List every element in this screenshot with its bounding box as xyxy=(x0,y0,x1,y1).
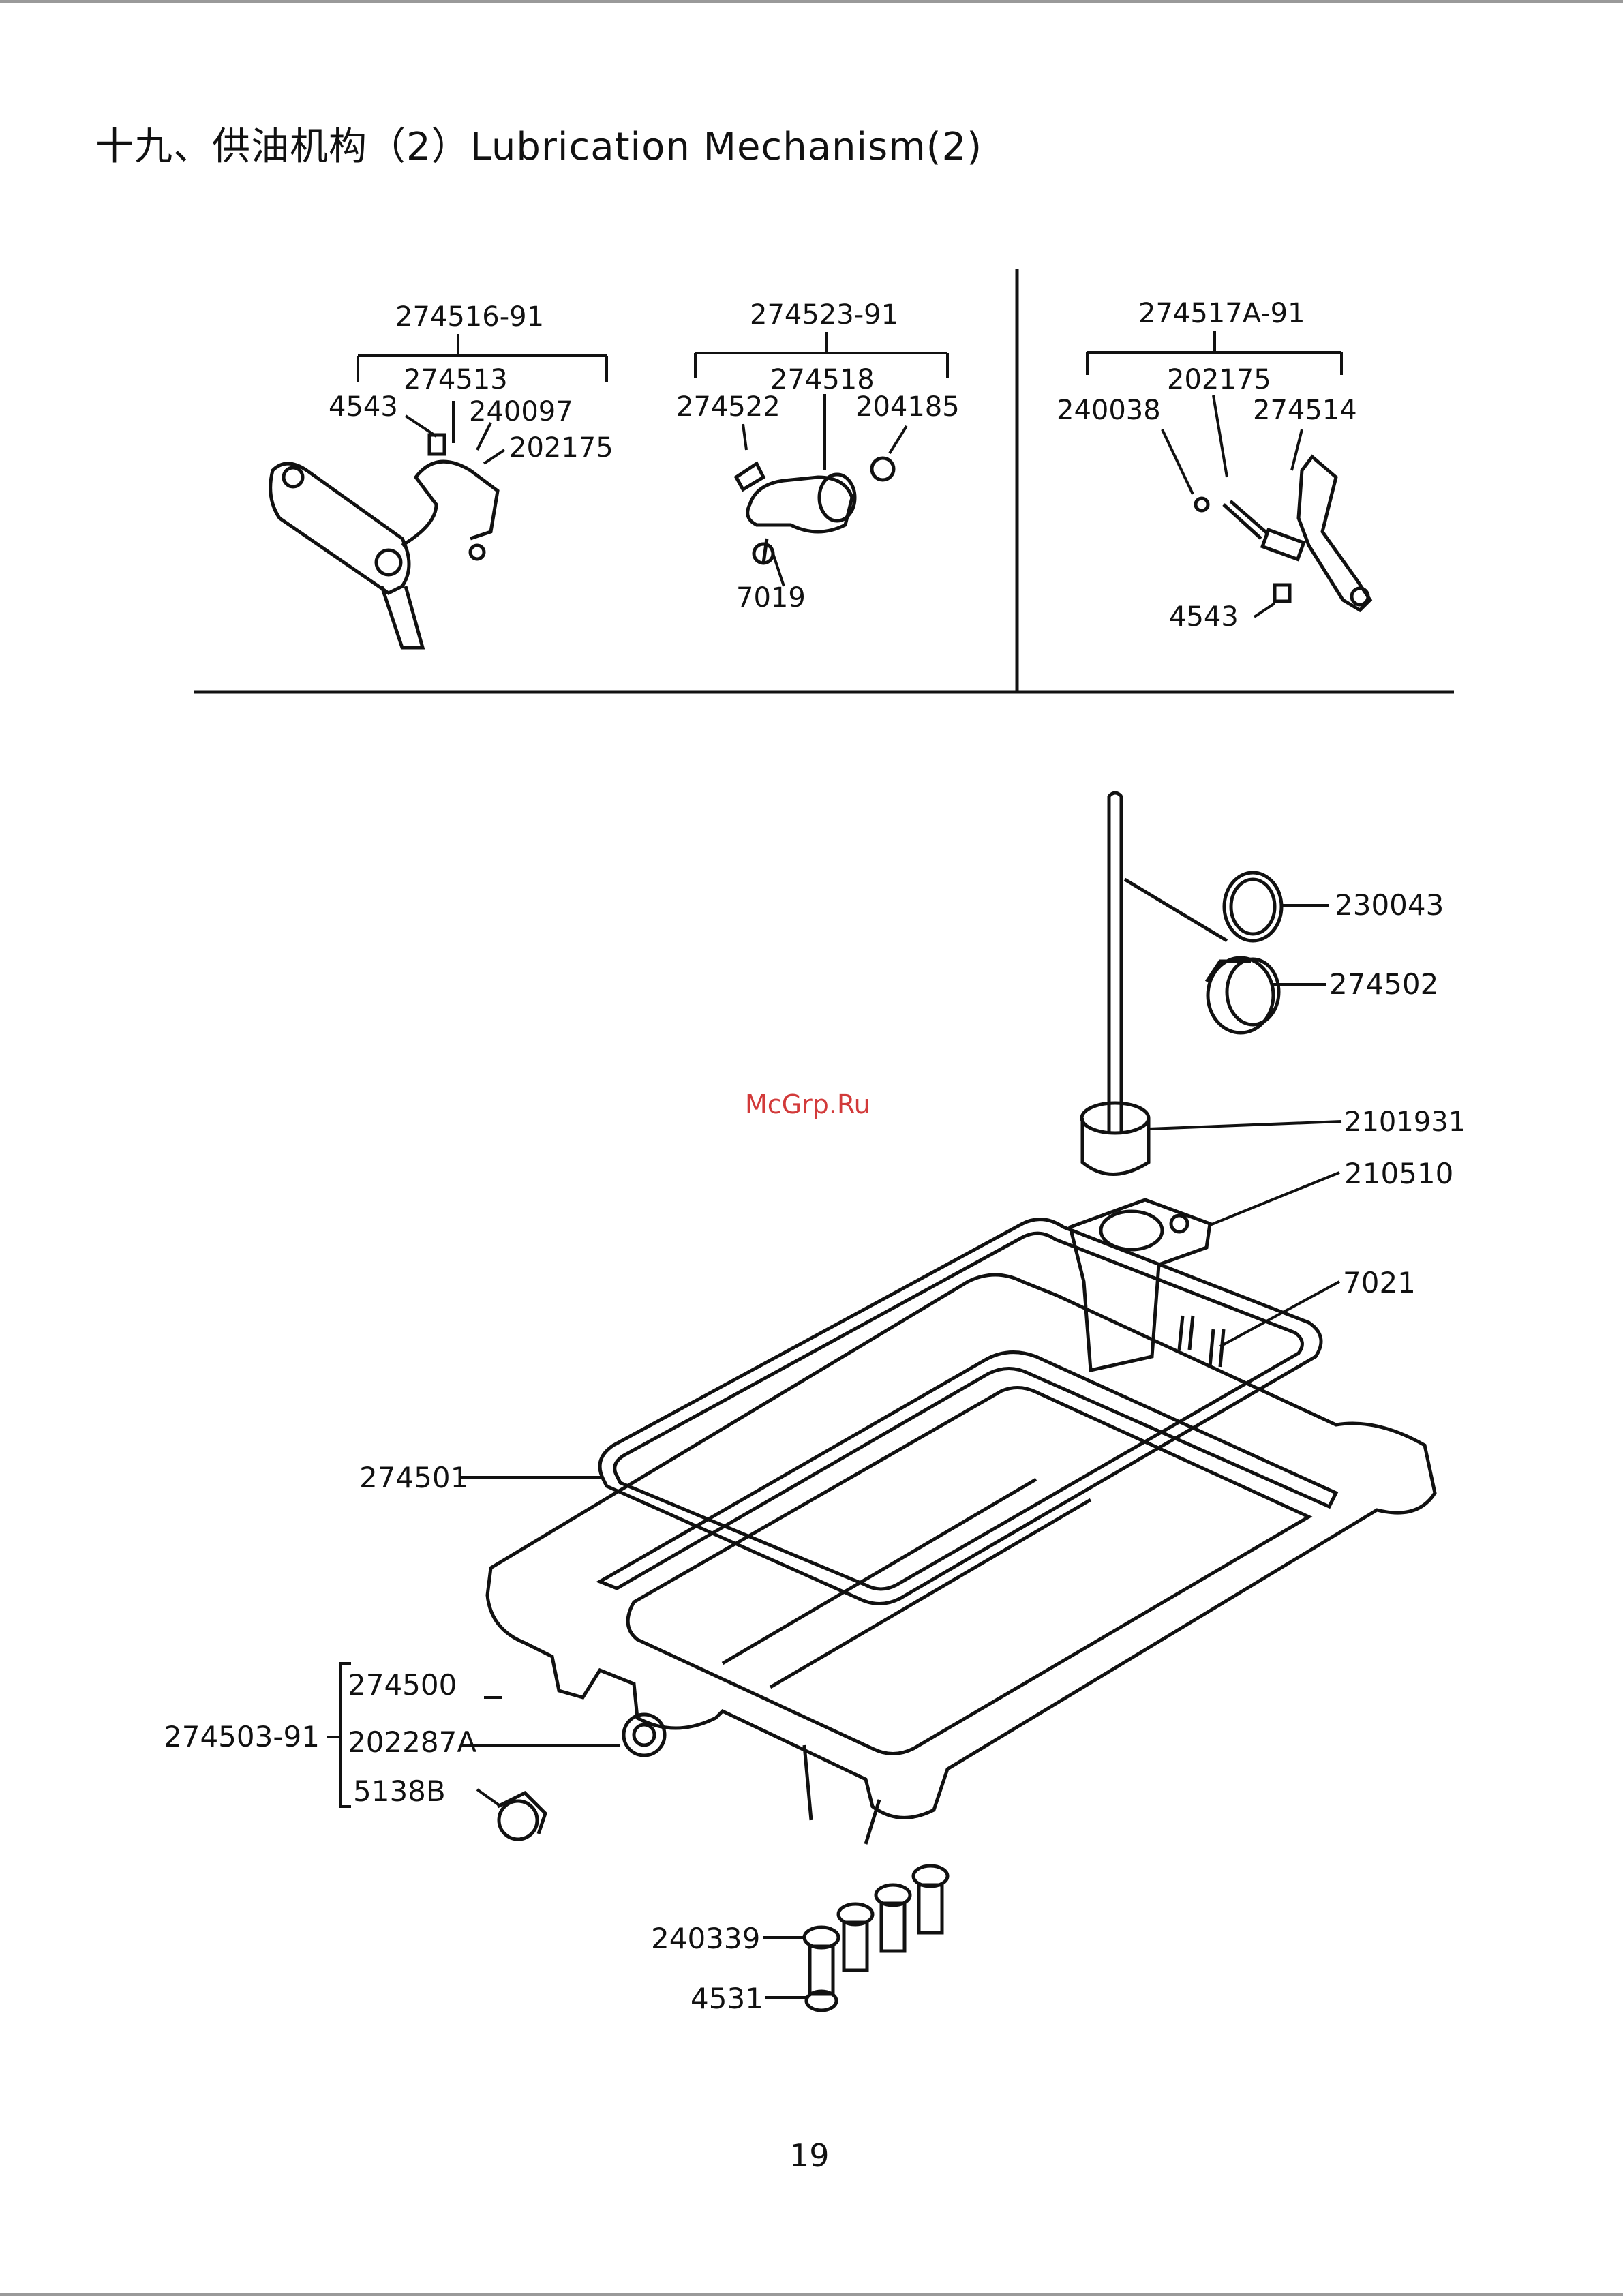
drain-screw-drawing xyxy=(499,1801,537,1839)
oil-pan-assembly: 230043 274502 2101931 210510 7021 274501… xyxy=(164,793,1466,2015)
part-label-4543-b: 4543 xyxy=(1169,601,1239,633)
part-label-204185: 204185 xyxy=(855,391,960,423)
dipstick-rod xyxy=(1109,796,1121,1132)
o-ring-drawing xyxy=(1224,873,1281,941)
part-label-230043: 230043 xyxy=(1335,888,1444,922)
part-label-210510: 210510 xyxy=(1344,1157,1453,1190)
part-label-240097: 240097 xyxy=(469,396,573,427)
part-label-274501: 274501 xyxy=(359,1461,468,1494)
part-label-4531: 4531 xyxy=(691,1982,763,2015)
assembly-label-274523-91: 274523-91 xyxy=(750,299,898,331)
part-label-202175-b: 202175 xyxy=(1167,364,1271,395)
part-label-5138B: 5138B xyxy=(353,1774,446,1808)
lever-arm-drawing xyxy=(271,435,498,648)
part-label-240038: 240038 xyxy=(1057,395,1161,426)
part-label-4543: 4543 xyxy=(329,391,398,423)
screw-drawing xyxy=(1179,1316,1193,1350)
assembly-label-274503-91: 274503-91 xyxy=(164,1720,320,1753)
gasket-drawing xyxy=(600,1220,1321,1604)
part-label-274522: 274522 xyxy=(676,391,780,423)
part-label-274502: 274502 xyxy=(1329,967,1438,1001)
part-label-274513: 274513 xyxy=(404,364,508,395)
part-label-7021: 7021 xyxy=(1343,1266,1416,1299)
group-274516-91: 274516-91 274513 4543 240097 202175 xyxy=(271,301,613,648)
page-number: 19 xyxy=(789,2137,830,2174)
part-label-202175: 202175 xyxy=(509,432,613,464)
part-label-202287A: 202287A xyxy=(348,1725,476,1759)
bottom-screws-drawing xyxy=(804,1866,947,2010)
part-label-274514: 274514 xyxy=(1253,395,1357,426)
part-label-7019: 7019 xyxy=(736,582,806,614)
assembly-label-274517A-91: 274517A-91 xyxy=(1138,298,1305,329)
felt-drawing xyxy=(1082,1118,1149,1175)
part-label-274500: 274500 xyxy=(348,1668,457,1702)
part-label-240339: 240339 xyxy=(651,1922,760,1955)
part-label-2101931: 2101931 xyxy=(1344,1106,1466,1138)
group-274523-91: 274523-91 274518 274522 204185 7019 xyxy=(676,299,960,614)
oil-joint-drawing xyxy=(736,458,894,563)
lever-link-drawing xyxy=(1196,457,1370,610)
group-274517A-91: 274517A-91 202175 240038 274514 4543 xyxy=(1057,298,1370,633)
watermark: McGrp.Ru xyxy=(745,1089,870,1119)
assembly-label-274516-91: 274516-91 xyxy=(395,301,544,333)
